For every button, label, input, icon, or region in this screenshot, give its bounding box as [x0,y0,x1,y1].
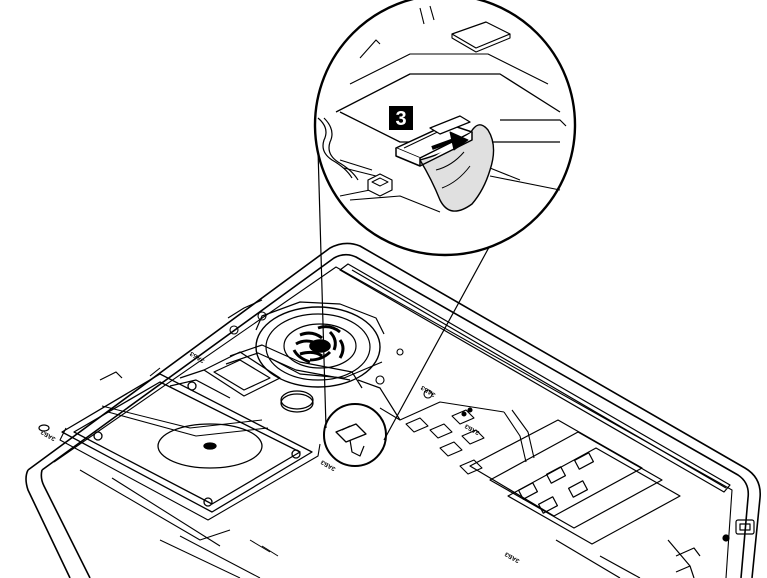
bottom-vents [159,535,279,578]
battery-cell-icon [280,390,314,413]
board-cables [379,401,535,463]
left-latch [38,299,263,432]
hard-drive-icon [61,373,313,513]
board-chips [229,311,485,475]
heatsink-pipe [225,344,401,421]
laptop-base-outline [25,242,762,578]
board-label: ЗАБЗ [320,458,337,471]
board-label: ЗАБЗ [420,384,437,398]
board-label: ЗАБЗ [504,550,521,563]
top-rail [339,263,731,493]
board-labels: ЗАБЗ ЗАБЗ ЗАБЗ ЗАБЗ ЗАБЗ ЗАБЗ [40,350,521,564]
step-number: 3 [395,108,406,130]
hdd-bracket [59,367,321,547]
side-ports [667,519,755,578]
connector-locator-circle [323,403,387,467]
step-callout: 3 [389,106,413,130]
disconnect-arrow-icon [431,131,469,151]
memory-modules-icon [469,419,681,578]
board-label: ЗАБЗ [464,422,481,435]
wifi-module [169,351,281,399]
